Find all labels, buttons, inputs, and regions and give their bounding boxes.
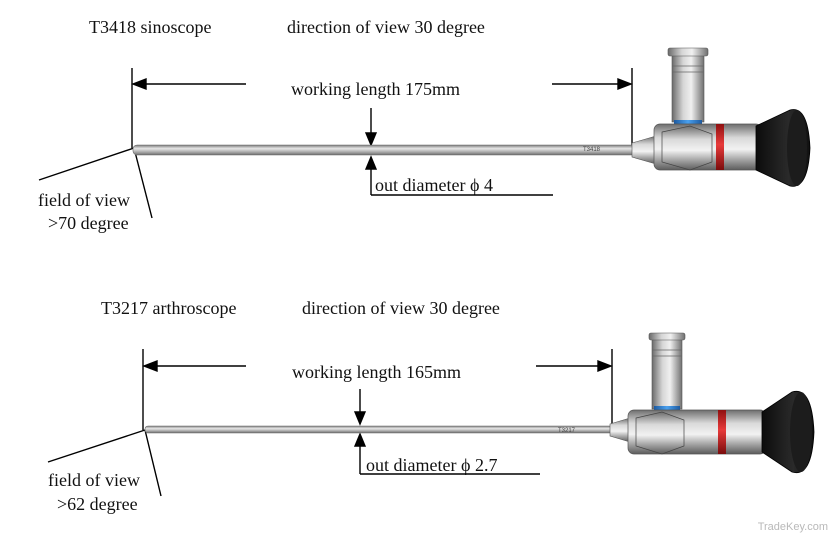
scope2-dimension-lines — [47, 349, 613, 497]
scope2-blue-band — [654, 406, 680, 412]
scope2-direction-of-view: direction of view 30 degree — [302, 298, 500, 318]
scope2-red-band — [718, 410, 726, 454]
scope2-shaft-mark: T3217 — [558, 428, 576, 434]
scope1-dimension-lines — [38, 68, 633, 219]
scope1-endoscope — [132, 47, 811, 187]
watermark: TradeKey.com — [757, 521, 828, 533]
scope2-endoscope — [144, 332, 815, 474]
scope2-out-diameter: out diameter ϕ 2.7 — [366, 455, 498, 475]
scope2-fov-value: >62 degree — [57, 494, 138, 514]
scope1-out-diameter: out diameter ϕ 4 — [375, 175, 493, 195]
scope1-hex-connector — [661, 125, 713, 171]
scope1-taper — [631, 135, 657, 165]
scope1-fov-value: >70 degree — [48, 213, 129, 233]
scope1-blue-band — [674, 120, 702, 126]
scope2-working-length: working length 165mm — [292, 362, 461, 382]
scope1-fov-label: field of view — [38, 190, 130, 210]
scope2-eyepiece-post — [651, 334, 683, 410]
scope2-fov-label: field of view — [48, 470, 140, 490]
scope1-red-band — [716, 124, 724, 170]
scope1-working-length: working length 175mm — [291, 79, 460, 99]
scope1-model-name: T3418 sinoscope — [89, 17, 212, 37]
scope1-direction-of-view: direction of view 30 degree — [287, 17, 485, 37]
scope2-taper — [609, 417, 631, 443]
scope2-model-name: T3217 arthroscope — [101, 298, 237, 318]
scope2-hex-connector — [635, 411, 685, 455]
scope2-shaft — [144, 425, 618, 434]
scope1-shaft — [132, 144, 638, 156]
scope1-eyepiece-post — [671, 51, 705, 123]
scope1-shaft-mark: T3418 — [583, 147, 601, 153]
